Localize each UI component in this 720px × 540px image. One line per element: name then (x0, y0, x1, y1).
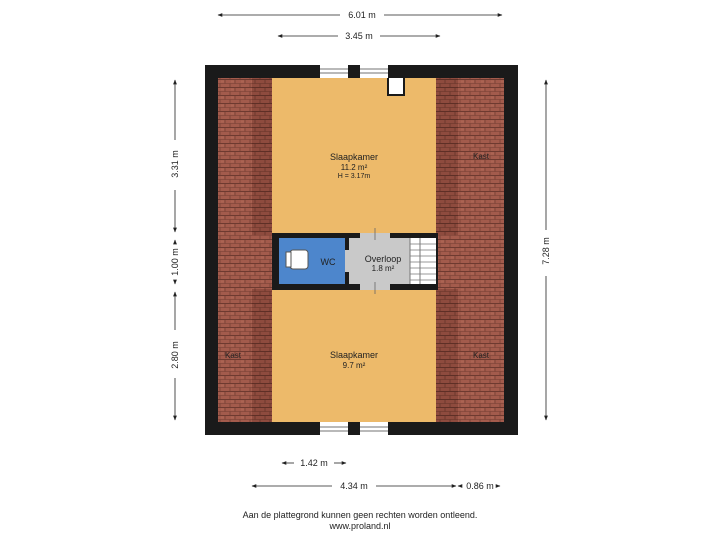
door-wc (345, 250, 349, 272)
bedroom-top-height: H = 3.17m (338, 173, 371, 180)
closet-left-bottom-label: Kast (225, 351, 242, 360)
dim-bottom-right-label: 0.86 m (466, 481, 494, 491)
bedroom-top-name: Slaapkamer (330, 152, 378, 162)
toilet-tank-icon (285, 251, 292, 268)
window-bottom-left (320, 422, 348, 435)
bedroom-top (272, 78, 436, 233)
dim-left-top-label: 3.31 m (170, 150, 180, 178)
landing-name: Overloop (365, 254, 402, 264)
bedroom-bottom (272, 290, 436, 422)
landing-room (349, 238, 410, 284)
dim-bottom-small-label: 1.42 m (300, 458, 328, 468)
roof-middle-left (218, 235, 274, 289)
dim-bottom-main-label: 4.34 m (340, 481, 368, 491)
closet-right-top-label: Kast (473, 152, 490, 161)
closet-right-bottom-label: Kast (473, 351, 490, 360)
footer-website: www.proland.nl (329, 521, 391, 531)
dim-top-total: 6.01 m (217, 10, 503, 20)
dim-left-mid-label: 1.00 m (170, 248, 180, 276)
dim-top-inner-label: 3.45 m (345, 31, 373, 41)
roof-middle-right (438, 235, 504, 289)
footer-disclaimer: Aan de plattegrond kunnen geen rechten w… (242, 510, 478, 520)
window-top-left (320, 65, 348, 78)
dim-left-bottom-label: 2.80 m (170, 341, 180, 369)
dim-right-label: 7.28 m (541, 237, 551, 265)
chimney (387, 76, 405, 96)
bedroom-top-area: 11.2 m² (341, 163, 368, 172)
bedroom-bottom-area: 9.7 m² (343, 361, 366, 370)
window-bottom-right (360, 422, 388, 435)
stair-treads (410, 243, 436, 281)
window-top-right (360, 65, 388, 78)
wc-label: WC (321, 257, 336, 267)
dim-top-inner: 3.45 m (277, 31, 441, 41)
staircase (410, 238, 436, 284)
stair-outline (409, 238, 421, 284)
bedroom-bottom-name: Slaapkamer (330, 350, 378, 360)
dim-top-total-label: 6.01 m (348, 10, 376, 20)
landing-area: 1.8 m² (372, 264, 395, 273)
toilet-icon (289, 249, 309, 270)
